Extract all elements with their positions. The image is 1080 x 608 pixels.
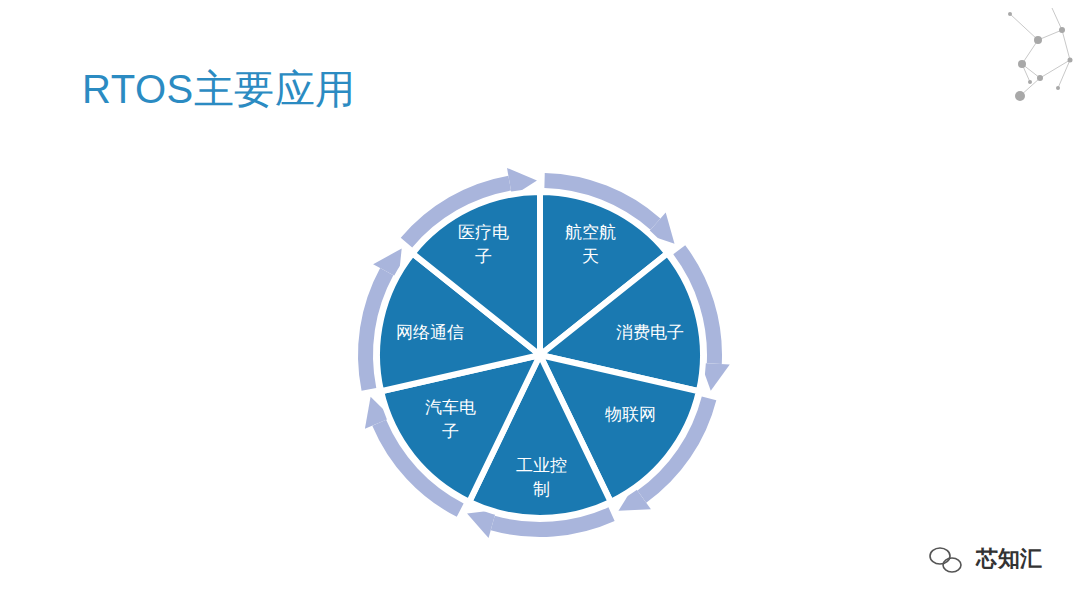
segment-wedge — [413, 192, 540, 355]
segment-label: 医疗电子 — [452, 221, 514, 269]
wechat-icon — [930, 548, 961, 572]
segment-label: 网络通信 — [389, 321, 471, 345]
segment-label: 物联网 — [595, 403, 665, 427]
segment-label: 工业控制 — [510, 454, 572, 502]
segment-label: 航空航天 — [559, 221, 621, 269]
slide-title: RTOS主要应用 — [82, 62, 356, 117]
network-dots — [1008, 12, 1073, 101]
segment-label: 汽车电子 — [419, 396, 481, 444]
watermark: 芯知汇 — [976, 544, 1042, 574]
network-ornament — [1010, 8, 1070, 96]
segment-shape — [377, 192, 703, 518]
segment-label: 消费电子 — [609, 321, 691, 345]
cycle-segment: 医疗电子 — [377, 192, 703, 518]
